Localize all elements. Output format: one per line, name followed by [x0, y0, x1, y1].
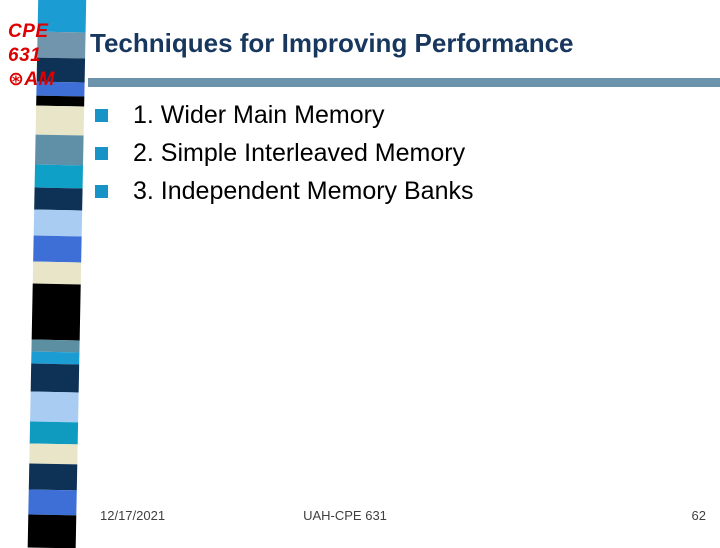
- logo-line-2: 631: [8, 45, 42, 66]
- footer-page-number: 62: [691, 508, 706, 523]
- bullet-list: 1. Wider Main Memory 2. Simple Interleav…: [95, 96, 473, 210]
- strip-block: [31, 351, 80, 365]
- bullet-square-icon: [95, 146, 108, 160]
- strip-block: [34, 187, 83, 211]
- slide-title: Techniques for Improving Performance: [90, 28, 574, 58]
- bullet-text: 1. Wider Main Memory: [133, 101, 385, 129]
- strip-block: [29, 421, 79, 445]
- list-item: 1. Wider Main Memory: [95, 96, 473, 134]
- strip-block: [33, 209, 83, 237]
- bullet-text: 2. Simple Interleaved Memory: [133, 139, 466, 167]
- strip-block: [30, 391, 79, 423]
- strip-block: [27, 514, 77, 548]
- list-item: 3. Independent Memory Banks: [95, 172, 473, 210]
- footer-date: 12/17/2021: [100, 508, 166, 523]
- strip-block: [31, 339, 80, 353]
- course-logo: CPE 631 ⊛AM: [8, 20, 55, 92]
- bullet-square-icon: [95, 184, 108, 198]
- strip-block: [35, 105, 85, 136]
- bullet-square-icon: [95, 108, 108, 122]
- strip-block: [28, 463, 78, 491]
- strip-block: [35, 134, 84, 166]
- list-item: 2. Simple Interleaved Memory: [95, 134, 473, 172]
- logo-line-3: ⊛AM: [8, 69, 55, 90]
- strip-block: [29, 443, 78, 465]
- strip-block: [28, 489, 77, 516]
- strip-block: [31, 283, 81, 341]
- strip-block: [30, 363, 80, 393]
- strip-block: [32, 261, 82, 285]
- footer-course: UAH-CPE 631: [303, 508, 387, 523]
- strip-block: [34, 164, 84, 189]
- strip-block: [33, 235, 82, 263]
- logo-line-1: CPE: [8, 21, 49, 42]
- bullet-text: 3. Independent Memory Banks: [133, 177, 474, 205]
- title-rule: [88, 78, 720, 87]
